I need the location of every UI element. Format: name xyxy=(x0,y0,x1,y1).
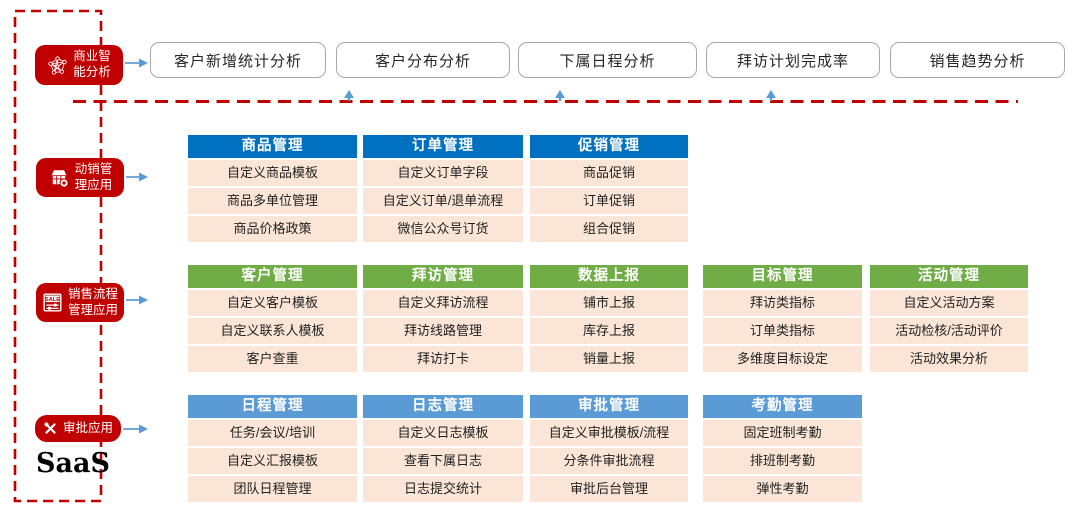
module-column: 考勤管理 固定班制考勤 排班制考勤 弹性考勤 xyxy=(703,395,862,502)
analysis-box: 销售趋势分析 xyxy=(890,42,1065,78)
label-sales-process-app: SALE 销售流程 管理应用 xyxy=(36,283,124,322)
module-item: 自定义商品模板 xyxy=(188,160,357,186)
module-item: 商品价格政策 xyxy=(188,216,357,242)
module-item: 团队日程管理 xyxy=(188,476,357,502)
label-line: 商业智 xyxy=(73,49,111,64)
module-column: 目标管理 拜访类指标 订单类指标 多维度目标设定 xyxy=(703,265,862,372)
module-item: 查看下属日志 xyxy=(363,448,523,474)
label-line: 销售流程 xyxy=(67,286,118,301)
module-item: 日志提交统计 xyxy=(363,476,523,502)
module-header: 促销管理 xyxy=(530,135,688,158)
module-item: 活动检核/活动评价 xyxy=(870,318,1028,344)
module-column: 拜访管理 自定义拜访流程 拜访线路管理 拜访打卡 xyxy=(363,265,523,372)
label-line: 管理应用 xyxy=(67,302,118,317)
module-item: 订单促销 xyxy=(530,188,688,214)
analysis-box: 客户新增统计分析 xyxy=(150,42,326,78)
section-approval-apps: 日程管理 任务/会议/培训 自定义汇报模板 团队日程管理 日志管理 自定义日志模… xyxy=(188,395,862,502)
module-item: 分条件审批流程 xyxy=(530,448,688,474)
label-line: 理应用 xyxy=(74,177,113,192)
module-item: 排班制考勤 xyxy=(703,448,862,474)
module-header: 活动管理 xyxy=(870,265,1028,288)
module-header: 日志管理 xyxy=(363,395,523,418)
module-item: 自定义客户模板 xyxy=(188,290,357,316)
label-text: 动销管 理应用 xyxy=(75,162,113,193)
module-column: 审批管理 自定义审批模板/流程 分条件审批流程 审批后台管理 xyxy=(530,395,688,502)
module-item: 库存上报 xyxy=(530,318,688,344)
analysis-box: 客户分布分析 xyxy=(336,42,510,78)
analysis-box: 拜访计划完成率 xyxy=(706,42,880,78)
label-sales-management-app: 动销管 理应用 xyxy=(36,158,124,197)
up-arrow xyxy=(555,90,565,101)
module-item: 自定义联系人模板 xyxy=(188,318,357,344)
module-item: 自定义拜访流程 xyxy=(363,290,523,316)
module-header: 数据上报 xyxy=(530,265,688,288)
module-item: 拜访线路管理 xyxy=(363,318,523,344)
label-text: 销售流程 管理应用 xyxy=(68,287,118,318)
module-item: 任务/会议/培训 xyxy=(188,420,357,446)
label-line: 能分析 xyxy=(73,65,111,79)
module-item: 自定义活动方案 xyxy=(870,290,1028,316)
module-column: 日程管理 任务/会议/培训 自定义汇报模板 团队日程管理 xyxy=(188,395,357,502)
module-item: 审批后台管理 xyxy=(530,476,688,502)
module-item: 拜访类指标 xyxy=(703,290,862,316)
module-item: 组合促销 xyxy=(530,216,688,242)
module-item: 拜访打卡 xyxy=(363,346,523,372)
module-item: 铺市上报 xyxy=(530,290,688,316)
module-header: 考勤管理 xyxy=(703,395,862,418)
label-approval-app: 审批应用 xyxy=(35,415,121,442)
store-icon xyxy=(48,167,70,189)
module-item: 自定义日志模板 xyxy=(363,420,523,446)
module-column: 日志管理 自定义日志模板 查看下属日志 日志提交统计 xyxy=(363,395,523,502)
up-arrow xyxy=(344,90,354,101)
module-header: 商品管理 xyxy=(188,135,357,158)
label-business-intelligence: 商业智 能分析 xyxy=(35,45,123,85)
module-item: 微信公众号订货 xyxy=(363,216,523,242)
svg-text:SALE: SALE xyxy=(45,297,60,303)
sale-sliders-icon: SALE xyxy=(42,292,63,313)
module-item: 商品多单位管理 xyxy=(188,188,357,214)
section-sales-process: 客户管理 自定义客户模板 自定义联系人模板 客户查重 拜访管理 自定义拜访流程 … xyxy=(188,265,1028,372)
saas-caption: SaaS xyxy=(36,448,110,479)
module-item: 销量上报 xyxy=(530,346,688,372)
label-line: 审批应用 xyxy=(62,420,113,435)
section-sales-management: 商品管理 自定义商品模板 商品多单位管理 商品价格政策 订单管理 自定义订单字段… xyxy=(188,135,688,242)
bi-analysis-row: 客户新增统计分析 客户分布分析 下属日程分析 拜访计划完成率 销售趋势分析 xyxy=(150,42,1065,78)
module-item: 活动效果分析 xyxy=(870,346,1028,372)
module-item: 自定义订单字段 xyxy=(363,160,523,186)
module-header: 客户管理 xyxy=(188,265,357,288)
module-header: 拜访管理 xyxy=(363,265,523,288)
module-item: 弹性考勤 xyxy=(703,476,862,502)
network-graph-icon xyxy=(47,55,68,76)
module-column: 客户管理 自定义客户模板 自定义联系人模板 客户查重 xyxy=(188,265,357,372)
module-item: 自定义审批模板/流程 xyxy=(530,420,688,446)
module-item: 商品促销 xyxy=(530,160,688,186)
module-header: 日程管理 xyxy=(188,395,357,418)
module-column: 商品管理 自定义商品模板 商品多单位管理 商品价格政策 xyxy=(188,135,357,242)
module-item: 自定义订单/退单流程 xyxy=(363,188,523,214)
up-arrow xyxy=(766,90,776,101)
module-column: 订单管理 自定义订单字段 自定义订单/退单流程 微信公众号订货 xyxy=(363,135,523,242)
module-header: 订单管理 xyxy=(363,135,523,158)
module-item: 客户查重 xyxy=(188,346,357,372)
module-item: 固定班制考勤 xyxy=(703,420,862,446)
label-arrow xyxy=(123,58,148,434)
module-column: 促销管理 商品促销 订单促销 组合促销 xyxy=(530,135,688,242)
label-line: 动销管 xyxy=(74,161,113,176)
label-text: 商业智 能分析 xyxy=(73,49,111,80)
crossed-tools-icon xyxy=(43,421,58,436)
analysis-box: 下属日程分析 xyxy=(518,42,697,78)
module-column: 活动管理 自定义活动方案 活动检核/活动评价 活动效果分析 xyxy=(870,265,1028,372)
label-text: 审批应用 xyxy=(63,421,113,437)
module-item: 多维度目标设定 xyxy=(703,346,862,372)
module-item: 订单类指标 xyxy=(703,318,862,344)
module-column: 数据上报 铺市上报 库存上报 销量上报 xyxy=(530,265,688,372)
module-item: 自定义汇报模板 xyxy=(188,448,357,474)
module-header: 目标管理 xyxy=(703,265,862,288)
module-header: 审批管理 xyxy=(530,395,688,418)
